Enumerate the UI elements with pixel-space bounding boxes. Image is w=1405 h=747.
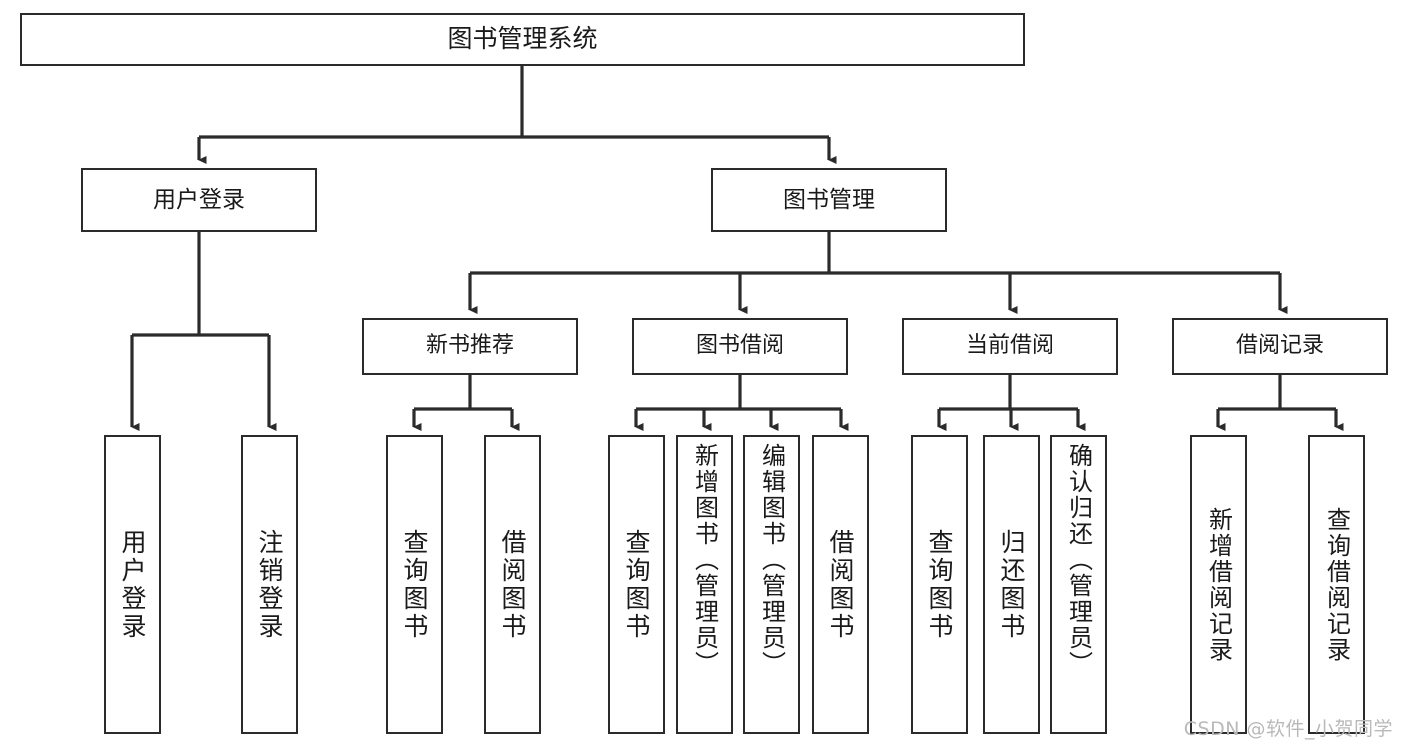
node-borrow-record[interactable]: 借阅记录: [1172, 318, 1388, 375]
node-leaf-query-book-1-label: 查询图书: [400, 528, 429, 641]
node-root[interactable]: 图书管理系统: [20, 13, 1025, 66]
node-new-book-recommend[interactable]: 新书推荐: [362, 318, 578, 375]
node-leaf-borrow-book-2-label: 借阅图书: [826, 528, 855, 641]
node-leaf-add-book[interactable]: 新增图书（管理员）: [676, 435, 733, 734]
node-leaf-borrow-book-1[interactable]: 借阅图书: [484, 435, 541, 734]
node-leaf-query-book-2-label: 查询图书: [622, 528, 651, 641]
node-book-manage[interactable]: 图书管理: [711, 168, 947, 232]
node-leaf-confirm-return-label: 确认归还（管理员）: [1064, 443, 1093, 677]
node-leaf-edit-book-label: 编辑图书（管理员）: [757, 443, 786, 677]
node-leaf-query-record[interactable]: 查询借阅记录: [1308, 435, 1365, 734]
node-leaf-borrow-book-1-label: 借阅图书: [498, 528, 527, 641]
node-user-login-label: 用户登录: [153, 186, 245, 213]
node-leaf-query-book-1[interactable]: 查询图书: [386, 435, 443, 734]
node-leaf-user-login[interactable]: 用户登录: [104, 435, 161, 734]
node-book-borrow-label: 图书借阅: [695, 333, 784, 359]
node-leaf-return-book[interactable]: 归还图书: [983, 435, 1040, 734]
node-leaf-add-book-label: 新增图书（管理员）: [690, 443, 719, 677]
node-current-borrow-label: 当前借阅: [965, 333, 1054, 359]
node-leaf-add-record-label: 新增借阅记录: [1204, 506, 1233, 663]
node-leaf-add-record[interactable]: 新增借阅记录: [1190, 435, 1247, 734]
node-leaf-edit-book[interactable]: 编辑图书（管理员）: [743, 435, 800, 734]
node-leaf-logout-label: 注销登录: [255, 528, 284, 641]
node-new-book-recommend-label: 新书推荐: [425, 333, 514, 359]
node-leaf-query-book-2[interactable]: 查询图书: [608, 435, 665, 734]
node-leaf-return-book-label: 归还图书: [997, 528, 1026, 641]
node-leaf-confirm-return[interactable]: 确认归还（管理员）: [1050, 435, 1107, 734]
node-borrow-record-label: 借阅记录: [1235, 333, 1324, 359]
watermark-text: CSDN @软件_小贺同学: [1183, 718, 1393, 740]
node-leaf-query-book-3[interactable]: 查询图书: [911, 435, 968, 734]
node-leaf-logout[interactable]: 注销登录: [241, 435, 298, 734]
node-book-borrow[interactable]: 图书借阅: [632, 318, 848, 375]
node-leaf-query-record-label: 查询借阅记录: [1322, 506, 1351, 663]
node-book-manage-label: 图书管理: [783, 186, 875, 213]
node-leaf-query-book-3-label: 查询图书: [925, 528, 954, 641]
node-current-borrow[interactable]: 当前借阅: [902, 318, 1118, 375]
node-leaf-borrow-book-2[interactable]: 借阅图书: [812, 435, 869, 734]
node-leaf-user-login-label: 用户登录: [118, 528, 147, 641]
node-root-label: 图书管理系统: [447, 24, 598, 54]
node-user-login[interactable]: 用户登录: [81, 168, 317, 232]
